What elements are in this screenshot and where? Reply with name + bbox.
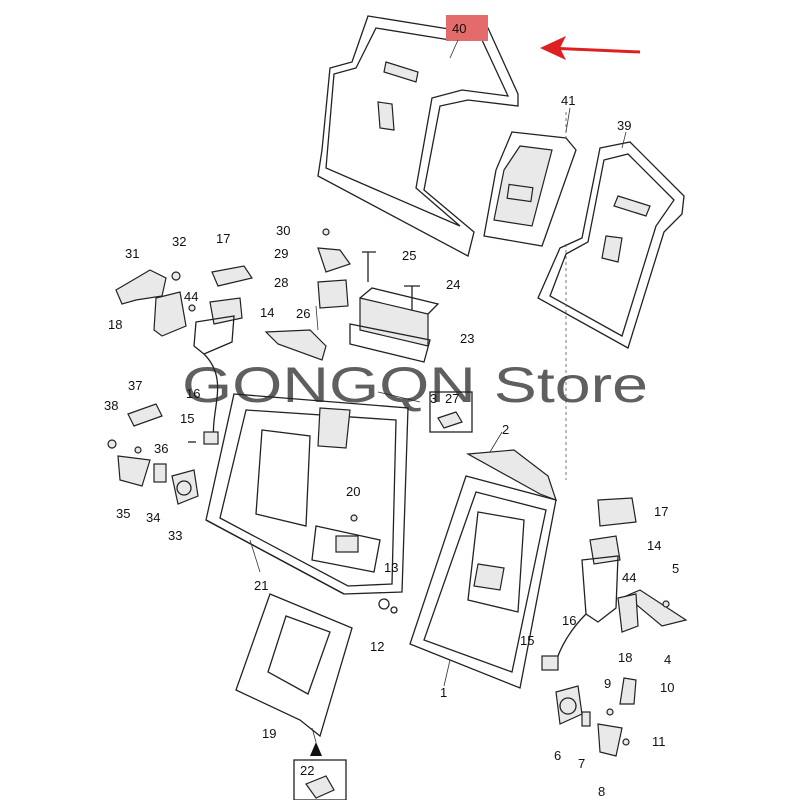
part-39-highlight [446,15,488,41]
part-25-headrest-trim [264,329,327,361]
parts-8-9-10-11-hinge [597,677,637,757]
callout-41: 22 [300,763,314,778]
callout-9: 9 [604,676,611,691]
part-17-bezel [211,265,253,287]
part-22-mount-block [349,287,440,363]
part-18-cover [153,291,187,337]
callout-16-right: 16 [562,613,576,628]
callout-6: 6 [554,748,561,763]
callout-35: 36 [154,441,168,456]
part-4-5-right-lever [624,589,688,627]
callout-14-right: 14 [647,538,661,553]
callout-40: 41 [561,93,575,108]
callout-labels: 40 41 39 31 32 17 44 14 18 16 30 29 28 2… [104,21,679,799]
callout-20: 20 [346,484,360,499]
callout-13: 13 [384,560,398,575]
callout-2: 2 [502,422,509,437]
callout-12: 12 [370,639,384,654]
callout-14: 14 [260,305,274,320]
callout-19: 19 [262,726,276,741]
callout-25: 26 [296,306,310,321]
part-14-latch-housing [193,297,243,355]
leader-lines [249,39,627,743]
part-21-seat-frame-left [205,393,409,595]
part-16-cable [203,353,219,445]
part-31-screw [171,271,181,281]
callout-10: 10 [660,680,674,695]
part-1-seat-frame-right [409,475,557,689]
part-40-bracket-frame [483,112,577,247]
callout-18-right: 18 [618,650,632,665]
callout-32: 33 [168,528,182,543]
callout-22: 23 [460,331,474,346]
callout-36: 37 [128,378,142,393]
callout-7: 7 [578,756,585,771]
part-35-bolt [134,446,142,454]
callout-21: 21 [254,578,268,593]
part-7-spacer [581,711,591,727]
part-20-clip [350,514,358,522]
callout-17-right: 17 [654,504,668,519]
callout-18: 18 [108,317,122,332]
part-39-rear-panel [317,15,519,257]
callout-28: 29 [274,246,288,261]
callout-38: 39 [617,118,631,133]
callout-16: 16 [186,386,200,401]
part-34-hinge-plate [117,455,151,487]
part-6-recliner-right [555,685,583,725]
callout-44: 44 [184,289,198,304]
part-19-pointer-arrow [310,742,322,756]
callout-15-right: 15 [520,633,534,648]
part-33-spacer [153,463,167,483]
part-36-bracket [127,403,163,427]
callout-44-right: 44 [622,570,636,585]
part-13-washer [378,598,398,614]
callout-23: 24 [446,277,460,292]
parts-17-14-right-latch [581,497,637,623]
callout-33: 34 [146,510,160,525]
store-watermark: GONGQN Store [182,357,648,413]
part-19-trim-cover [235,593,353,738]
callout-34: 35 [116,506,130,521]
callout-29: 30 [276,223,290,238]
red-arrow-indicator [540,36,641,60]
part-32-recliner-mechanism [171,469,199,505]
part-18-right-cover [617,593,639,633]
callout-1: 1 [440,685,447,700]
callout-30: 31 [125,246,139,261]
part-37-nut [107,439,117,449]
callout-27: 28 [274,275,288,290]
callout-31: 32 [172,234,186,249]
callout-26: 27 [445,391,459,406]
callout-11: 11 [652,734,666,749]
part-44-bolt [188,304,196,312]
callout-3: 3 [430,391,437,406]
callout-37: 38 [104,398,118,413]
callout-39: 40 [452,21,466,36]
callout-15: 15 [180,411,194,426]
part-16-right-cable [541,613,587,671]
callout-17: 17 [216,231,230,246]
part-38-side-panel [537,141,685,349]
callout-4: 4 [664,652,671,667]
callout-5: 5 [672,561,679,576]
callout-8: 8 [598,784,605,799]
callout-24: 25 [402,248,416,263]
part-41-clip-detail-box [293,759,347,800]
part-2-headrest-trim [465,449,557,502]
parts-27-28-29-pivot-group [317,228,351,309]
part-26-bolt-detail-box [429,391,473,433]
